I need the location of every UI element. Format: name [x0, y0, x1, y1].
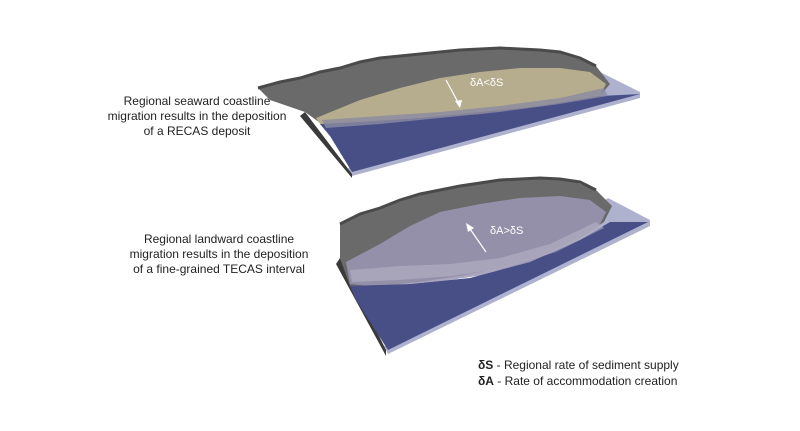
legend-symbol-da: δA: [478, 374, 494, 388]
top-panel-caption: Regional seaward coastline migration res…: [92, 94, 302, 139]
bottom-rate-arrow: [467, 225, 487, 253]
bottom-caption-line-1: Regional landward coastline: [143, 232, 295, 246]
top-sea-surface: [320, 94, 640, 172]
legend-symbol-ds: δS: [478, 358, 494, 372]
legend-item-accommodation: δA - Rate of accommodation creation: [478, 374, 677, 388]
bottom-shoreface-band: [350, 222, 604, 282]
legend-item-sediment-supply: δS - Regional rate of sediment supply: [478, 358, 679, 372]
bottom-sea-surface: [350, 222, 648, 350]
top-shoreface-band: [322, 88, 608, 128]
bottom-caption-line-3: of a fine-grained TECAS interval: [133, 262, 305, 276]
top-sediment-wedge: [316, 68, 606, 126]
top-base-slab: [300, 112, 352, 178]
bottom-rate-arrowhead: [466, 223, 474, 232]
bottom-panel-caption: Regional landward coastline migration re…: [110, 232, 328, 277]
bottom-land-ridge: [339, 176, 597, 226]
top-land-ridge: [257, 46, 597, 90]
legend-text-da: - Rate of accommodation creation: [493, 374, 678, 388]
top-rate-label: δA<δS: [470, 77, 503, 89]
top-caption-line-2: migration results in the deposition: [107, 109, 287, 123]
bottom-caption-line-2: migration results in the deposition: [129, 247, 309, 261]
bottom-transgressive-wash: [346, 196, 606, 286]
legend-text-ds: - Regional rate of sediment supply: [493, 358, 679, 372]
top-rate-arrowhead: [455, 100, 462, 108]
top-caption-line-3: of a RECAS deposit: [143, 124, 251, 138]
bottom-rate-label: δA>δS: [490, 225, 523, 237]
top-caption-line-1: Regional seaward coastline: [123, 94, 271, 108]
